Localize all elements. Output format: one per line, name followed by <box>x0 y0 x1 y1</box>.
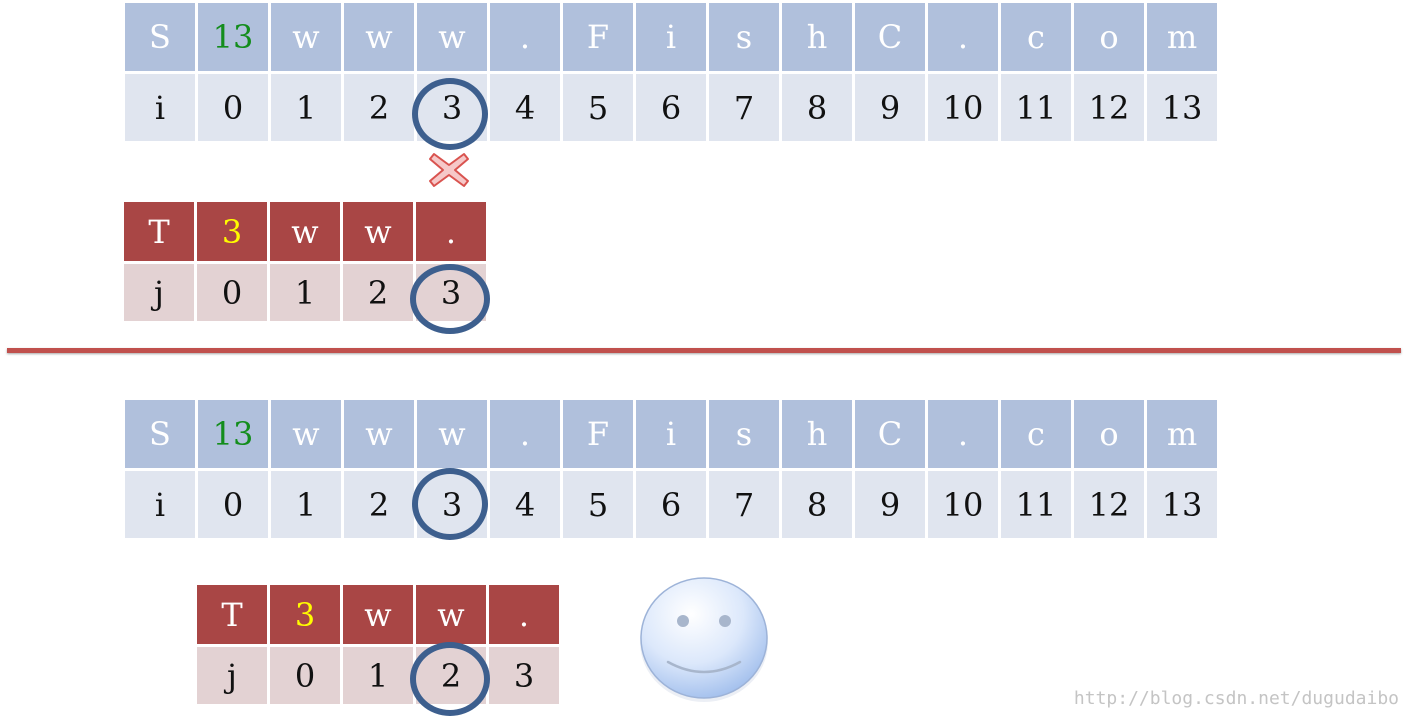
main-char-cell: i <box>636 400 706 468</box>
main-char-cell: o <box>1074 400 1144 468</box>
pattern-char-cell: w <box>270 202 340 261</box>
main-char-cell: c <box>1001 400 1071 468</box>
main-index-cell: 13 <box>1147 471 1217 538</box>
main-index-cell: 8 <box>782 74 852 141</box>
pattern-char-cell: . <box>489 585 559 644</box>
bottom-pattern-pointer-circle <box>410 642 490 716</box>
section-divider <box>7 348 1401 353</box>
cross-icon <box>429 153 469 187</box>
main-index-cell: 11 <box>1001 471 1071 538</box>
main-index-cell: 6 <box>636 74 706 141</box>
main-char-cell: . <box>490 400 560 468</box>
main-char-cell: w <box>271 400 341 468</box>
main-index-cell: 12 <box>1074 74 1144 141</box>
main-char-cell: C <box>855 3 925 71</box>
main-index-cell: 9 <box>855 471 925 538</box>
main-char-cell: o <box>1074 3 1144 71</box>
top-main-string-table: S 13 w w w . F i s h C . c o m i 0 1 2 3… <box>125 3 1217 141</box>
bottom-pattern-char-row: T 3 w w . <box>197 585 559 644</box>
main-index-cell: 10 <box>928 74 998 141</box>
main-index-cell: 10 <box>928 471 998 538</box>
main-index-cell: 11 <box>1001 74 1071 141</box>
pattern-index-cell: j <box>197 647 267 704</box>
main-length-cell: 13 <box>198 3 268 71</box>
main-char-cell: m <box>1147 400 1217 468</box>
pattern-index-cell: 0 <box>197 264 267 321</box>
main-index-cell: 4 <box>490 471 560 538</box>
top-main-pointer-circle <box>412 78 488 150</box>
main-index-cell: 2 <box>344 74 414 141</box>
main-char-cell: . <box>490 3 560 71</box>
pattern-length-cell: 3 <box>270 585 340 644</box>
bottom-main-char-row: S 13 w w w . F i s h C . c o m <box>125 400 1217 468</box>
main-char-cell: w <box>344 3 414 71</box>
pattern-index-cell: 1 <box>343 647 413 704</box>
pattern-char-cell: . <box>416 202 486 261</box>
main-char-cell: m <box>1147 3 1217 71</box>
pattern-char-cell: T <box>124 202 194 261</box>
main-char-cell: w <box>271 3 341 71</box>
main-char-cell: F <box>563 3 633 71</box>
watermark: http://blog.csdn.net/dugudaibo <box>1073 688 1399 709</box>
pattern-char-cell: w <box>343 202 413 261</box>
main-index-cell: 12 <box>1074 471 1144 538</box>
main-char-cell: . <box>928 400 998 468</box>
bottom-pattern-table: T 3 w w . j 0 1 2 3 <box>197 585 559 704</box>
pattern-index-cell: 3 <box>489 647 559 704</box>
main-char-cell: C <box>855 400 925 468</box>
top-pattern-pointer-circle <box>410 264 490 334</box>
main-index-cell: 5 <box>563 74 633 141</box>
main-char-cell: s <box>709 400 779 468</box>
main-index-cell: 7 <box>709 74 779 141</box>
pattern-index-cell: 0 <box>270 647 340 704</box>
main-index-cell: 13 <box>1147 74 1217 141</box>
pattern-index-cell: 1 <box>270 264 340 321</box>
main-index-cell: 2 <box>344 471 414 538</box>
pattern-index-cell: j <box>124 264 194 321</box>
main-index-cell: 8 <box>782 471 852 538</box>
top-main-index-row: i 0 1 2 3 4 5 6 7 8 9 10 11 12 13 <box>125 74 1217 141</box>
main-char-cell: s <box>709 3 779 71</box>
main-char-cell: . <box>928 3 998 71</box>
main-char-cell: w <box>417 3 487 71</box>
main-char-cell: w <box>344 400 414 468</box>
main-index-cell: 1 <box>271 471 341 538</box>
bottom-main-index-row: i 0 1 2 3 4 5 6 7 8 9 10 11 12 13 <box>125 471 1217 538</box>
pattern-char-cell: w <box>416 585 486 644</box>
main-length-cell: 13 <box>198 400 268 468</box>
bottom-main-string-table: S 13 w w w . F i s h C . c o m i 0 1 2 3… <box>125 400 1217 538</box>
main-char-cell: i <box>636 3 706 71</box>
main-char-cell: S <box>125 3 195 71</box>
pattern-char-cell: T <box>197 585 267 644</box>
main-char-cell: S <box>125 400 195 468</box>
top-pattern-char-row: T 3 w w . <box>124 202 486 261</box>
main-index-cell: 6 <box>636 471 706 538</box>
main-index-cell: 5 <box>563 471 633 538</box>
main-index-cell: i <box>125 471 195 538</box>
main-index-cell: 4 <box>490 74 560 141</box>
pattern-char-cell: w <box>343 585 413 644</box>
main-index-cell: 1 <box>271 74 341 141</box>
bottom-pattern-index-row: j 0 1 2 3 <box>197 647 559 704</box>
main-index-cell: 0 <box>198 74 268 141</box>
main-char-cell: F <box>563 400 633 468</box>
pattern-length-cell: 3 <box>197 202 267 261</box>
pattern-index-cell: 2 <box>343 264 413 321</box>
main-char-cell: h <box>782 400 852 468</box>
smiley-icon <box>640 577 768 702</box>
main-index-cell: 0 <box>198 471 268 538</box>
bottom-main-pointer-circle <box>412 468 488 540</box>
top-main-char-row: S 13 w w w . F i s h C . c o m <box>125 3 1217 71</box>
main-index-cell: 7 <box>709 471 779 538</box>
main-char-cell: w <box>417 400 487 468</box>
main-index-cell: 9 <box>855 74 925 141</box>
main-char-cell: c <box>1001 3 1071 71</box>
main-index-cell: i <box>125 74 195 141</box>
main-char-cell: h <box>782 3 852 71</box>
